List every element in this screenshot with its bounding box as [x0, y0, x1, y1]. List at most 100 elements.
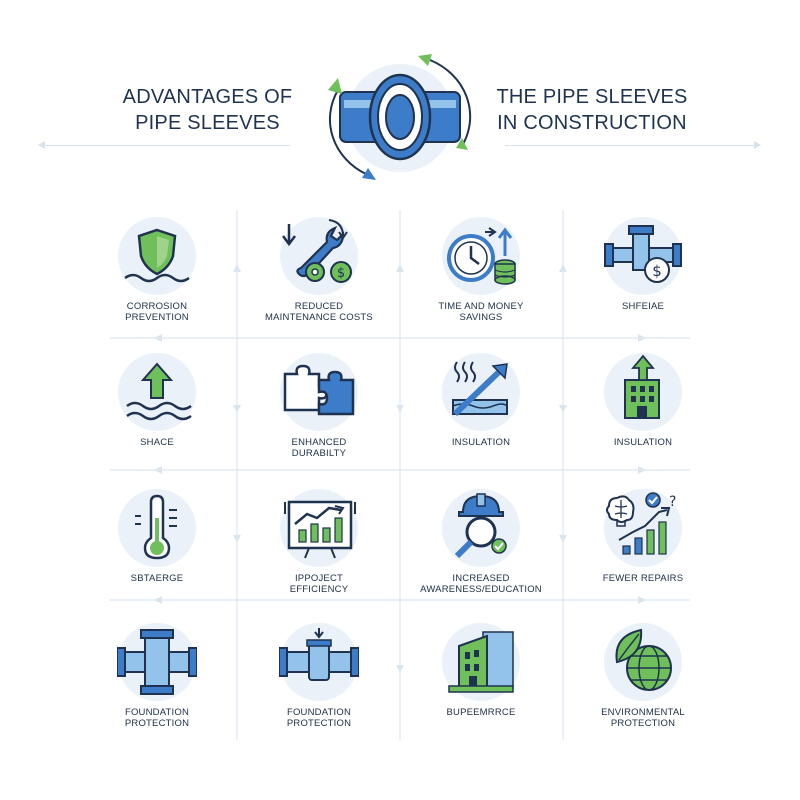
title-right: THE PIPE SLEEVES IN CONSTRUCTION: [492, 84, 692, 136]
brain-chart-icon: ?: [606, 492, 676, 555]
benefit-label-line-1: FOUNDATION: [286, 707, 352, 718]
benefit-label-line-2: AWARENESS/EDUCATION: [420, 584, 542, 595]
benefit-bupeemrrce: BUPEEMRRCE: [406, 622, 556, 718]
benefit-label-line-2: DURABILTY: [291, 448, 347, 459]
benefit-fewer-repairs: ? FEWER REPAIRS: [568, 488, 718, 584]
pipe-junction-icon: [117, 629, 197, 695]
icon-badge: [117, 622, 197, 702]
benefit-label: INSULATION: [568, 437, 718, 448]
benefit-label-line-1: INSULATION: [613, 437, 673, 448]
benefit-label: FOUNDATION PROTECTION: [244, 707, 394, 729]
icon-badge: [441, 622, 521, 702]
benefit-reduced-maintenance-costs: $ REDUCED MAINTENANCE COSTS: [244, 216, 394, 323]
benefit-increased-awareness: INCREASED AWARENESS/EDUCATION: [406, 488, 556, 595]
icon-badge: ?: [603, 488, 683, 568]
benefit-label-line-1: INCREASED: [452, 573, 510, 584]
benefit-label-line-2: PREVENTION: [125, 312, 189, 323]
benefit-label: ENVIRONMENTAL PROTECTION: [568, 707, 718, 729]
benefit-label: FOUNDATION PROTECTION: [82, 707, 232, 729]
header-rule-left-arrowhead: [38, 141, 45, 149]
benefit-environmental-protection: ENVIRONMENTAL PROTECTION: [568, 622, 718, 729]
benefit-label: SBTAERGE: [82, 573, 232, 584]
benefit-label: CORROSION PREVENTION: [82, 301, 232, 323]
benefit-label-line-1: SHFEIAE: [621, 301, 665, 312]
title-left-line-1: ADVANTAGES OF: [122, 86, 293, 108]
icon-badge: [279, 622, 359, 702]
benefit-label: SHFEIAE: [568, 301, 718, 312]
thermometer-icon: [135, 494, 177, 560]
benefit-time-and-money-savings: TIME AND MONEY SAVINGS: [406, 216, 556, 323]
benefit-label-line-2: PROTECTION: [124, 718, 190, 729]
benefit-label-line-1: ENHANCED: [291, 437, 347, 448]
benefit-label-line-1: FEWER REPAIRS: [602, 573, 684, 584]
benefit-label-line-2: PROTECTION: [286, 718, 352, 729]
icon-badge: [279, 352, 359, 432]
benefit-sbtaerge: SBTAERGE: [82, 488, 232, 584]
benefit-label-line-1: ENVIRONMENTAL: [601, 707, 685, 718]
benefit-shace: SHACE: [82, 352, 232, 448]
icon-badge: [603, 352, 683, 432]
svg-text:$: $: [652, 262, 662, 280]
benefit-corrosion-prevention: CORROSION PREVENTION: [82, 216, 232, 323]
header-rule-right-arrowhead: [754, 141, 761, 149]
icon-badge: [441, 352, 521, 432]
benefit-label-line-1: CORROSION: [126, 301, 188, 312]
pipe-dollar-icon: $: [604, 225, 682, 283]
building-icon: [448, 631, 514, 693]
pipe-sleeve-cycle-icon: [328, 54, 472, 180]
benefit-foundation-protection-1: FOUNDATION PROTECTION: [82, 622, 232, 729]
title-right-line-2: IN CONSTRUCTION: [497, 112, 687, 134]
title-right-line-1: THE PIPE SLEEVES: [496, 86, 688, 108]
benefit-label-line-2: SAVINGS: [459, 312, 503, 323]
helmet-magnifier-icon: [454, 493, 507, 559]
benefit-label-line-2: EFFICIENCY: [289, 584, 349, 595]
icon-badge: [603, 622, 683, 702]
benefit-foundation-protection-2: FOUNDATION PROTECTION: [244, 622, 394, 729]
benefit-insulation-1: INSULATION: [406, 352, 556, 448]
benefit-label: ENHANCED DURABILTY: [244, 437, 394, 459]
benefit-label-line-1: REDUCED: [294, 301, 344, 312]
benefit-insulation-2: INSULATION: [568, 352, 718, 448]
benefit-project-efficiency: IPPOJECT EFFICIENCY: [244, 488, 394, 595]
benefit-label-line-1: INSULATION: [451, 437, 511, 448]
icon-badge: $: [279, 216, 359, 296]
icon-badge: [279, 488, 359, 568]
puzzle-icon: [283, 364, 355, 416]
wrench-gear-dollar-icon: $: [282, 219, 352, 283]
benefit-label-line-1: IPPOJECT: [294, 573, 344, 584]
chart-board-icon: [284, 500, 356, 559]
benefit-enhanced-durability: ENHANCED DURABILTY: [244, 352, 394, 459]
benefit-label-line-1: SHACE: [140, 437, 174, 448]
benefit-shfeiae: $ SHFEIAE: [568, 216, 718, 312]
benefit-label-line-1: FOUNDATION: [124, 707, 190, 718]
benefit-label: IPPOJECT EFFICIENCY: [244, 573, 394, 595]
benefit-label-line-1: BUPEEMRRCE: [446, 707, 516, 718]
benefit-label-line-2: PROTECTION: [610, 718, 676, 729]
benefit-label: BUPEEMRRCE: [406, 707, 556, 718]
benefit-label-line-1: SBTAERGE: [130, 573, 184, 584]
header-rule-right: [505, 145, 755, 146]
title-left-line-2: PIPE SLEEVES: [135, 112, 280, 134]
building-arrow-icon: [624, 354, 660, 419]
pipe-valve-icon: [279, 628, 359, 681]
svg-text:?: ?: [669, 494, 676, 510]
icon-badge: [117, 352, 197, 432]
benefit-label: INCREASED AWARENESS/EDUCATION: [406, 573, 556, 595]
icon-badge: $: [603, 216, 683, 296]
shield-water-icon: [124, 228, 190, 283]
svg-text:$: $: [337, 266, 345, 281]
benefit-label: SHACE: [82, 437, 232, 448]
header-rule-left: [44, 145, 290, 146]
benefit-label: TIME AND MONEY SAVINGS: [406, 301, 556, 323]
benefit-label-line-1: TIME AND MONEY: [438, 301, 524, 312]
icon-badge: [117, 488, 197, 568]
benefit-label: INSULATION: [406, 437, 556, 448]
benefit-label-line-2: MAINTENANCE COSTS: [265, 312, 373, 323]
leaf-globe-icon: [615, 628, 672, 691]
title-left: ADVANTAGES OF PIPE SLEEVES: [100, 84, 315, 136]
arrow-up-waves-icon: [126, 362, 192, 421]
clock-coins-icon: [447, 227, 516, 285]
icon-badge: [117, 216, 197, 296]
benefit-label: FEWER REPAIRS: [568, 573, 718, 584]
